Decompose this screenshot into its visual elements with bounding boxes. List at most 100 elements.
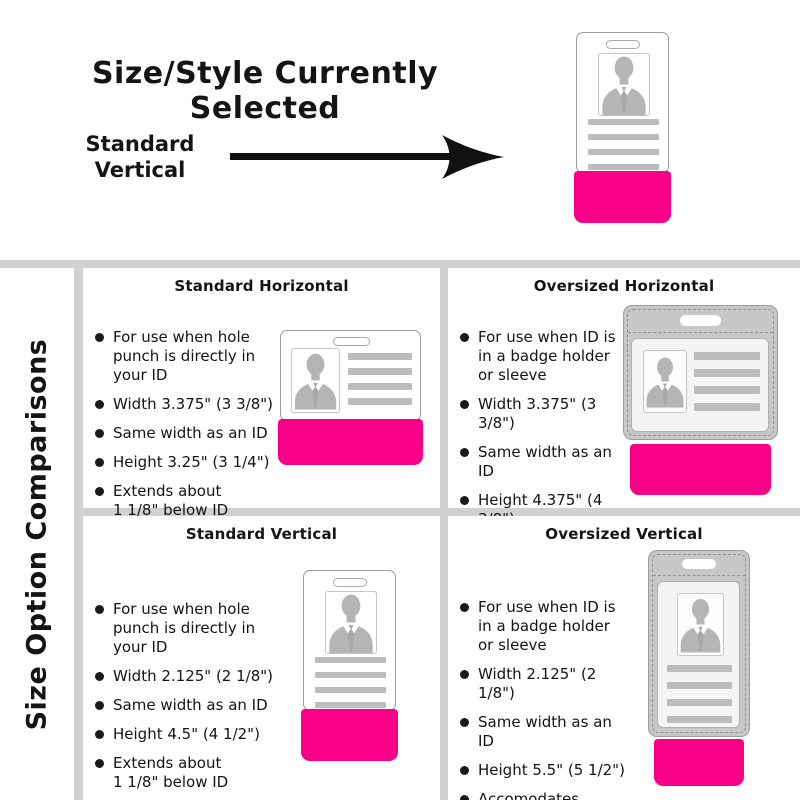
bullet-icon <box>95 429 104 438</box>
bullet-icon <box>460 496 469 505</box>
person-photo-icon <box>329 594 373 653</box>
list-item: Width 3.375" (3 3/8") <box>95 395 277 414</box>
list-item: Height 4.5" (4 1/2") <box>95 725 277 744</box>
person-photo-icon <box>646 357 684 408</box>
grid-left-divider <box>74 268 83 800</box>
bullet-icon <box>95 701 104 710</box>
pink-holder <box>630 444 771 495</box>
bullet-icon <box>460 718 469 727</box>
badge-text-line <box>694 369 760 377</box>
bullet-icon <box>95 730 104 739</box>
quadrant-title: Oversized Vertical <box>545 525 703 543</box>
bullet-list: For use when hole punch is directly in y… <box>95 328 277 530</box>
bullet-icon <box>460 448 469 457</box>
bullet-icon <box>460 603 469 612</box>
badge-text-line <box>694 352 760 360</box>
list-item: Same width as an ID <box>95 424 277 443</box>
person-photo-icon <box>680 598 721 653</box>
badge-text-line <box>667 699 732 706</box>
badge-text-line <box>315 702 386 708</box>
bullet-icon <box>95 458 104 467</box>
badge-text-line <box>588 164 659 170</box>
bullet-icon <box>460 766 469 775</box>
list-item: Width 2.125" (2 1/8") <box>460 665 630 703</box>
quadrant-standard-horizontal: Standard Horizontal For use when hole pu… <box>83 268 440 519</box>
badge-card <box>576 32 669 173</box>
badge-text-line <box>667 716 732 723</box>
list-item: Extends about 1 1/8" below ID <box>95 754 277 792</box>
badge-text-line <box>667 665 732 672</box>
grid-top-divider <box>0 260 800 268</box>
holder-seam <box>653 575 745 576</box>
bullet-icon <box>460 670 469 679</box>
quadrant-standard-vertical: Standard Vertical For use when hole punc… <box>83 516 440 800</box>
badge-card <box>657 581 740 728</box>
photo-frame <box>643 350 687 413</box>
pink-holder <box>301 709 398 761</box>
badge-graphic-oversized-horizontal <box>623 305 778 497</box>
badge-graphic-standard-vertical <box>301 570 398 763</box>
badge-text-line <box>348 383 412 390</box>
quadrant-title: Standard Vertical <box>185 525 338 543</box>
person-photo-icon <box>294 353 337 410</box>
list-item: Height 3.25" (3 1/4") <box>95 453 277 472</box>
sidebar-title-label: Size Option Comparisons <box>21 338 53 730</box>
list-item: For use when ID is in a badge holder or … <box>460 328 630 385</box>
badge-text-line <box>348 353 412 360</box>
list-item: For use when hole punch is directly in y… <box>95 600 277 657</box>
badge-text-line <box>588 134 659 140</box>
bullet-icon <box>460 400 469 409</box>
badge-slot-icon <box>682 559 716 569</box>
bullet-icon <box>95 759 104 768</box>
selected-style-label: Standard Vertical <box>85 132 195 182</box>
person-photo-icon <box>602 56 646 115</box>
list-item: Height 5.5" (5 1/2") <box>460 761 630 780</box>
badge-card <box>631 338 769 432</box>
badge-card <box>303 570 396 711</box>
bullet-icon <box>95 672 104 681</box>
grid-center-divider <box>440 268 448 800</box>
grid-middle-divider <box>83 508 800 516</box>
badge-text-line <box>348 368 412 375</box>
badge-text-line <box>588 119 659 125</box>
quadrant-title: Standard Horizontal <box>174 277 349 295</box>
quadrant-title: Oversized Horizontal <box>533 277 715 295</box>
quadrant-oversized-horizontal: Oversized Horizontal For use when ID is … <box>448 268 800 633</box>
badge-graphic-standard-horizontal <box>278 330 423 466</box>
badge-text-line <box>694 386 760 394</box>
pink-holder <box>574 171 671 223</box>
badge-slot-icon <box>333 337 370 346</box>
list-item: Accomodates holders that are up to 4 1/4… <box>460 790 630 800</box>
arrow-right-icon <box>230 135 504 179</box>
list-item: Same width as an ID <box>460 443 630 481</box>
bullet-icon <box>95 400 104 409</box>
photo-frame <box>598 53 650 116</box>
photo-frame <box>677 593 724 656</box>
bullet-list: For use when hole punch is directly in y… <box>95 600 277 800</box>
bullet-icon <box>95 487 104 496</box>
list-item: Same width as an ID <box>95 696 277 715</box>
bullet-icon <box>95 333 104 342</box>
bullet-icon <box>460 333 469 342</box>
pink-holder <box>654 739 744 786</box>
badge-slot-icon <box>333 578 367 587</box>
sidebar-title: Size Option Comparisons <box>0 268 74 800</box>
badge-text-line <box>694 403 760 411</box>
badge-graphic-oversized-vertical <box>648 550 750 788</box>
badge-text-line <box>348 398 412 405</box>
badge-slot-icon <box>606 40 640 49</box>
badge-slot-icon <box>680 315 721 326</box>
list-item: For use when ID is in a badge holder or … <box>460 598 630 655</box>
bullet-icon <box>95 605 104 614</box>
photo-frame <box>291 348 340 413</box>
page-title: Size/Style Currently Selected <box>91 56 439 126</box>
holder-seam <box>628 332 773 333</box>
list-item: Width 3.375" (3 3/8") <box>460 395 630 433</box>
bullet-list: For use when ID is in a badge holder or … <box>460 598 630 800</box>
quadrant-oversized-vertical: Oversized Vertical For use when ID is in… <box>448 516 800 800</box>
photo-frame <box>325 591 377 654</box>
bullet-icon <box>460 795 469 800</box>
badge-text-line <box>588 149 659 155</box>
badge-text-line <box>315 687 386 693</box>
